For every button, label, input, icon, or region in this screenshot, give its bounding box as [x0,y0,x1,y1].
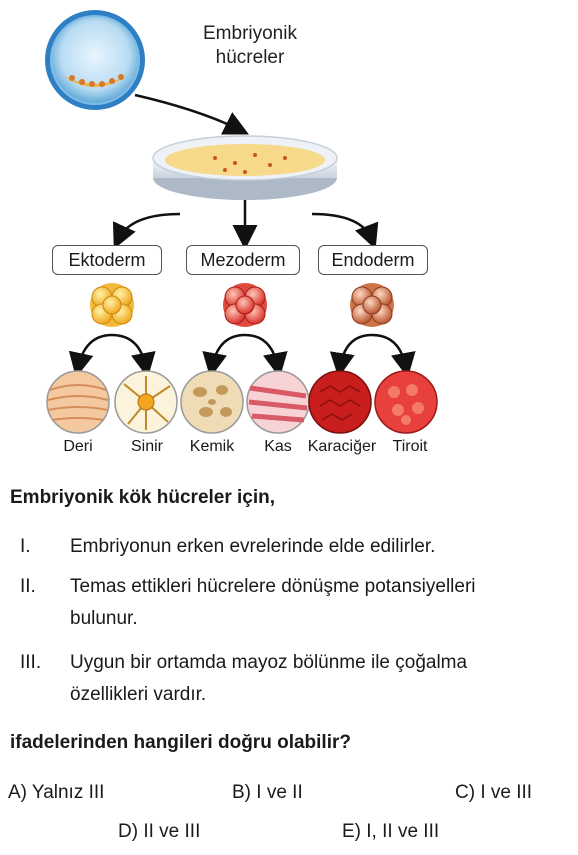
top-label-line1: Embriyonik [203,23,297,44]
question-title: Embriyonik kök hücreler için, [10,487,276,508]
option-e[interactable]: E) I, II ve III [342,821,440,842]
tissue-label-deri: Deri [63,438,93,455]
blastocyst-icon [45,10,145,110]
arrow-to-deri [68,333,113,378]
top-label-line2: hücreler [215,47,285,68]
statement-2-text-line1: Temas ettikleri hücrelere dönüşme potans… [70,576,476,597]
tissue-label-tiroit: Tiroit [392,438,428,455]
thyroid-tissue-icon [374,370,438,434]
layer-ektoderm: Ektoderm [52,245,162,275]
statement-3: III. Uygun bir ortamda mayoz bölünme ile… [0,648,578,712]
tissue-label-kemik: Kemik [189,438,235,455]
arrow-to-ektoderm [112,212,181,250]
muscle-tissue-icon [246,370,310,434]
tissue-label-kas: Kas [264,438,292,455]
statement-3-text-line2: özellikleri vardır. [70,684,207,705]
arrow-to-sinir [111,333,156,378]
arrow-to-kemik [202,333,246,378]
skin-tissue-icon [46,370,110,434]
arrow-to-endoderm [311,212,379,250]
layer-mezoderm: Mezoderm [186,245,300,275]
question-prompt: ifadelerinden hangileri doğru olabilir? [10,732,351,753]
diagram-graphics [45,10,438,434]
option-c[interactable]: C) I ve III [455,782,533,803]
arrow-to-kas [244,333,288,378]
tissue-label-karaciger: Karaciğer [307,438,377,455]
statement-1-numeral: I. [20,536,31,557]
option-d[interactable]: D) II ve III [118,821,201,842]
statement-2: II. Temas ettikleri hücrelere dönüşme po… [0,572,578,636]
statement-2-text-line2: bulunur. [70,608,138,629]
embryonic-cell-diagram: Embriyonik hücreler Ektoderm Mezoderm En… [45,10,438,455]
statement-3-numeral: III. [20,652,42,673]
statement-1-text: Embriyonun erken evrelerinde elde edilir… [70,536,436,557]
mezoderm-cell-icon [223,283,267,327]
nerve-tissue-icon [114,370,178,434]
endoderm-cell-icon [350,283,394,327]
ektoderm-cell-icon [90,283,134,327]
arrow-to-karaciger [329,333,373,378]
embryonic-cells-label: Embriyonik hücreler [180,22,320,70]
layer-endoderm: Endoderm [318,245,428,275]
statement-3-text-line1: Uygun bir ortamda mayoz bölünme ile çoğa… [70,652,468,673]
arrow-to-tiroit [371,333,416,378]
liver-tissue-icon [308,370,372,434]
petri-dish-icon [152,135,338,200]
tissue-label-sinir: Sinir [130,438,163,455]
bone-tissue-icon [180,370,244,434]
option-b[interactable]: B) I ve II [232,782,303,803]
arrow-to-dish [134,93,249,135]
statement-2-numeral: II. [20,576,36,597]
option-a[interactable]: A) Yalnız III [8,782,105,803]
